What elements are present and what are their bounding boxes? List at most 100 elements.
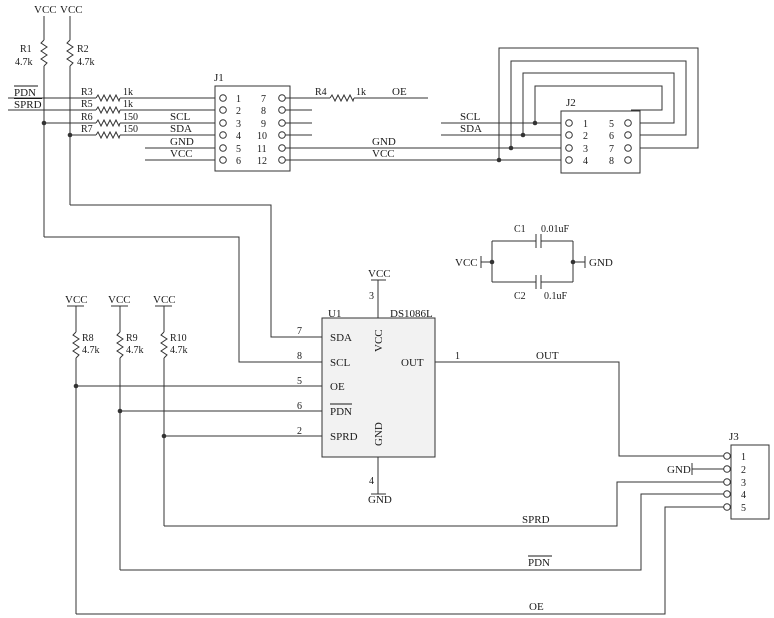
sda-label-j1: SDA (170, 123, 192, 135)
r2-ref: R2 (77, 44, 89, 55)
decoupling-capacitors: VCC GND C1 0.01uF C2 0.1uF (455, 224, 613, 302)
svg-text:2: 2 (741, 465, 746, 476)
i2c-routes: 7 8 (44, 204, 322, 363)
svg-text:10: 10 (257, 131, 267, 142)
svg-text:8: 8 (609, 156, 614, 167)
svg-text:3: 3 (583, 144, 588, 155)
vcc-label-r2: VCC (60, 4, 83, 16)
svg-text:4: 4 (741, 490, 746, 501)
r4-ref: R4 (315, 87, 327, 98)
gnd-label-j3: GND (667, 464, 691, 476)
svg-text:1: 1 (236, 94, 241, 105)
j1-right-pins: 7 8 9 10 11 12 (257, 94, 286, 167)
j1-ref: J1 (214, 72, 224, 84)
j3-connector: J3 1 2 3 4 5 (723, 431, 770, 520)
svg-text:3: 3 (236, 119, 241, 130)
svg-text:1: 1 (455, 351, 460, 362)
svg-text:5: 5 (609, 119, 614, 130)
svg-text:5: 5 (297, 376, 302, 387)
r10-pullup: VCC R10 4.7k (153, 294, 188, 526)
r4-oe-line: R4 1k OE (285, 86, 428, 103)
r1-value: 4.7k (15, 57, 33, 68)
svg-text:SDA: SDA (330, 332, 352, 344)
c2-value: 0.1uF (544, 291, 568, 302)
sprd-label-left: SPRD (14, 99, 42, 111)
svg-text:4.7k: 4.7k (126, 345, 144, 356)
svg-text:4.7k: 4.7k (82, 345, 100, 356)
svg-text:8: 8 (261, 106, 266, 117)
svg-text:GND: GND (373, 422, 385, 446)
gnd-label-mid: GND (372, 136, 396, 148)
r6-value: 150 (123, 112, 138, 123)
svg-text:4: 4 (369, 476, 374, 487)
svg-text:R9: R9 (126, 333, 138, 344)
svg-text:3: 3 (741, 478, 746, 489)
svg-text:2: 2 (583, 131, 588, 142)
u1-control-lines: 5 6 2 (73, 376, 322, 439)
svg-text:5: 5 (236, 144, 241, 155)
out-label: OUT (536, 350, 559, 362)
r9-pullup: VCC R9 4.7k (108, 294, 144, 570)
svg-text:6: 6 (236, 156, 241, 167)
svg-text:2: 2 (297, 426, 302, 437)
svg-text:R8: R8 (82, 333, 94, 344)
svg-text:4.7k: 4.7k (170, 345, 188, 356)
svg-text:OUT: OUT (401, 357, 424, 369)
u1-ds1086l: U1 DS1086L SDA SCL OE PDN SPRD OUT VCC G… (321, 268, 436, 506)
r8-pullup: VCC R8 4.7k (65, 294, 100, 614)
j2-signal-lines: SCL SDA (441, 47, 699, 163)
svg-text:2: 2 (236, 106, 241, 117)
svg-text:6: 6 (297, 401, 302, 412)
svg-text:R10: R10 (170, 333, 187, 344)
svg-text:9: 9 (261, 119, 266, 130)
sprd-label-bottom: SPRD (522, 514, 550, 526)
sda-label-j2: SDA (460, 123, 482, 135)
u1-part: DS1086L (390, 308, 433, 320)
r5-value: 1k (123, 99, 133, 110)
c1-value: 0.01uF (541, 224, 570, 235)
r1-ref: R1 (20, 44, 32, 55)
r4-value: 1k (356, 87, 366, 98)
svg-text:8: 8 (297, 351, 302, 362)
r3-value: 1k (123, 87, 133, 98)
oe-label-bottom: OE (529, 601, 544, 613)
c1-ref: C1 (514, 224, 526, 235)
svg-text:OE: OE (330, 381, 345, 393)
pdn-label-left: PDN (14, 87, 36, 99)
svg-text:PDN: PDN (330, 406, 352, 418)
j2-ref: J2 (566, 97, 576, 109)
j2-connector: J2 1 2 3 4 5 6 7 8 (560, 97, 641, 174)
vcc-label-mid: VCC (372, 148, 395, 160)
scl-label-j2: SCL (460, 111, 480, 123)
r6-ref: R6 (81, 112, 93, 123)
j1-signal-lines: PDN R3 1k SPRD R5 1k R6 150 SCL R7 150 S… (8, 85, 218, 161)
svg-text:1: 1 (741, 452, 746, 463)
svg-text:6: 6 (609, 131, 614, 142)
r1-pullup: VCC R1 4.7k (15, 4, 57, 237)
j1-connector: J1 1 2 3 4 5 6 7 8 9 10 11 12 (214, 72, 312, 172)
gnd-label-u1: GND (368, 494, 392, 506)
oe-label-top: OE (392, 86, 407, 98)
r7-value: 150 (123, 124, 138, 135)
r5-ref: R5 (81, 99, 93, 110)
vcc-label-u1: VCC (368, 268, 391, 280)
svg-text:3: 3 (369, 291, 374, 302)
gnd-label-cap: GND (589, 257, 613, 269)
scl-label-j1: SCL (170, 111, 190, 123)
gnd-label-j1: GND (170, 136, 194, 148)
svg-text:7: 7 (609, 144, 614, 155)
svg-text:1: 1 (583, 119, 588, 130)
svg-text:SCL: SCL (330, 357, 350, 369)
svg-text:VCC: VCC (153, 294, 176, 306)
svg-text:7: 7 (261, 94, 266, 105)
svg-text:VCC: VCC (108, 294, 131, 306)
r2-value: 4.7k (77, 57, 95, 68)
u1-ref: U1 (328, 308, 341, 320)
c2-ref: C2 (514, 291, 526, 302)
svg-text:11: 11 (257, 144, 267, 155)
svg-text:7: 7 (297, 326, 302, 337)
vcc-label-r1: VCC (34, 4, 57, 16)
vcc-label-j1: VCC (170, 148, 193, 160)
vcc-label-cap: VCC (455, 257, 478, 269)
